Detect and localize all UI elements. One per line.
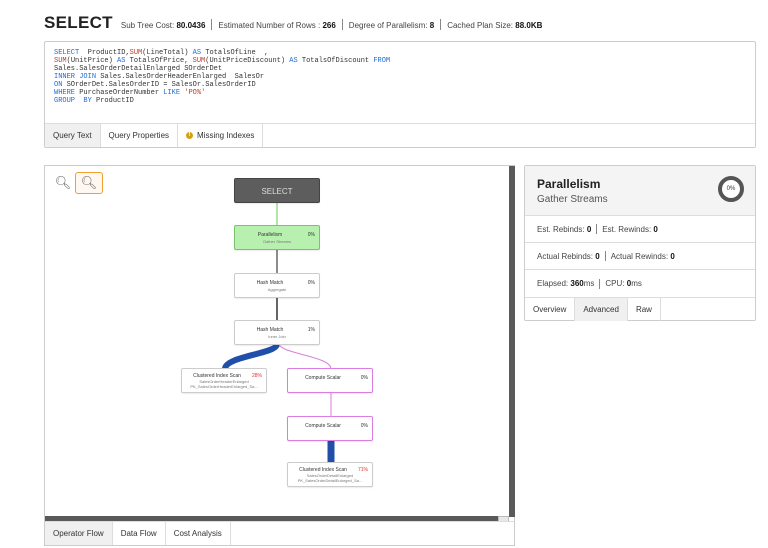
tab-operator-flow[interactable]: Operator Flow bbox=[45, 522, 113, 545]
estimated-rows: Estimated Number of Rows : 266 bbox=[218, 21, 336, 30]
node-title: Clustered Index Scan bbox=[299, 467, 347, 473]
tab-cost-analysis[interactable]: Cost Analysis bbox=[166, 522, 231, 545]
query-line: SUM(UnitPrice) AS TotalsOfPrice, SUM(Uni… bbox=[54, 57, 391, 65]
node-cost: 0% bbox=[360, 423, 368, 429]
divider bbox=[440, 19, 442, 30]
tab-query-text[interactable]: Query Text bbox=[45, 124, 101, 147]
query-line: GROUP BY ProductID bbox=[54, 97, 134, 105]
tab-raw[interactable]: Raw bbox=[628, 298, 661, 321]
zoom-out-icon[interactable]: 🔍︎ bbox=[54, 175, 72, 190]
rebinds-rewinds-actual: Actual Rebinds: 0 Actual Rewinds: 0 bbox=[525, 243, 755, 270]
tab-missing-indexes-label: Missing Indexes bbox=[197, 131, 255, 140]
plan-title: SELECT bbox=[44, 13, 113, 32]
query-line: ON SOrderDet.SalesOrderID = SalesOr.Sale… bbox=[54, 81, 256, 89]
node-title: Parallelism bbox=[257, 232, 283, 238]
node-cost: 0% bbox=[307, 232, 315, 238]
node-title: Clustered Index Scan bbox=[193, 373, 241, 379]
divider bbox=[341, 19, 343, 30]
node-title: Hash Match bbox=[256, 280, 284, 286]
detail-header: Parallelism Gather Streams 0% bbox=[525, 166, 755, 216]
node-cost: 1% bbox=[307, 327, 315, 333]
node-subtitle: Aggregate bbox=[267, 287, 287, 292]
sub-tree-cost: Sub Tree Cost: 80.0436 bbox=[120, 21, 206, 30]
node-compute-scalar-1[interactable]: Compute Scalar 0% bbox=[287, 368, 373, 393]
node-title: Compute Scalar bbox=[305, 423, 341, 429]
tab-missing-indexes[interactable]: ! Missing Indexes bbox=[178, 124, 264, 147]
zoom-in-icon[interactable]: 🔍︎ bbox=[75, 172, 103, 194]
node-subtitle: Gather Streams bbox=[262, 239, 292, 244]
degree-of-parallelism: Degree of Parallelism: 8 bbox=[348, 21, 435, 30]
query-line: INNER JOIN Sales.SalesOrderHeaderEnlarge… bbox=[54, 73, 265, 81]
node-subtitle: SalesOrderHeaderEnlarged bbox=[199, 379, 249, 384]
divider bbox=[211, 19, 213, 30]
query-line: WHERE PurchaseOrderNumber LIKE 'PO%' bbox=[54, 89, 206, 97]
link-hash2-cis1 bbox=[222, 342, 280, 371]
node-subtitle: Inner Join bbox=[268, 334, 286, 339]
tab-overview[interactable]: Overview bbox=[525, 298, 576, 321]
plan-connectors bbox=[222, 202, 335, 463]
node-cost: 28% bbox=[251, 373, 262, 379]
link-hash2-cs1 bbox=[278, 343, 332, 370]
node-subtitle: PK_SalesOrderDetailEnlarged_Sa... bbox=[297, 478, 363, 483]
query-tabs: Query Text Query Properties ! Missing In… bbox=[45, 123, 755, 147]
node-title: SELECT bbox=[261, 187, 293, 196]
operator-flow-panel: 🔍︎ 🔍︎ SELECT Parallelism 0% Gather Strea… bbox=[44, 165, 515, 546]
node-select[interactable]: SELECT bbox=[234, 178, 320, 203]
node-title: Hash Match bbox=[256, 327, 284, 333]
node-clustered-index-scan-detail[interactable]: Clustered Index Scan 71% SalesOrderDetai… bbox=[287, 462, 373, 487]
node-clustered-index-scan-header[interactable]: Clustered Index Scan 28% SalesOrderHeade… bbox=[181, 368, 267, 393]
tab-advanced[interactable]: Advanced bbox=[575, 298, 628, 321]
node-cost: 0% bbox=[360, 375, 368, 381]
query-line: SELECT ProductID,SUM(LineTotal) AS Total… bbox=[54, 49, 269, 57]
node-hash-match-inner-join[interactable]: Hash Match 1% Inner Join bbox=[234, 320, 320, 345]
query-panel: SELECT ProductID,SUM(LineTotal) AS Total… bbox=[44, 41, 756, 148]
query-text[interactable]: SELECT ProductID,SUM(LineTotal) AS Total… bbox=[54, 49, 390, 105]
node-subtitle: PK_SalesOrderHeaderEnlarged_Sa... bbox=[190, 384, 258, 389]
cost-ring: 0% bbox=[718, 176, 744, 202]
detail-subtitle: Gather Streams bbox=[537, 194, 608, 205]
warning-icon: ! bbox=[186, 132, 194, 139]
flow-tabs: Operator Flow Data Flow Cost Analysis bbox=[45, 521, 514, 545]
node-parallelism[interactable]: Parallelism 0% Gather Streams bbox=[234, 225, 320, 250]
node-compute-scalar-2[interactable]: Compute Scalar 0% bbox=[287, 416, 373, 441]
tab-data-flow[interactable]: Data Flow bbox=[113, 522, 166, 545]
detail-title: Parallelism bbox=[537, 177, 601, 191]
node-hash-match-aggregate[interactable]: Hash Match 0% Aggregate bbox=[234, 273, 320, 298]
tab-query-properties[interactable]: Query Properties bbox=[101, 124, 179, 147]
node-cost: 0% bbox=[307, 280, 315, 286]
node-title: Compute Scalar bbox=[305, 375, 341, 381]
vertical-scrollbar[interactable] bbox=[509, 166, 515, 517]
node-cost: 71% bbox=[357, 467, 368, 473]
operator-detail-panel: Parallelism Gather Streams 0% Est. Rebin… bbox=[524, 165, 756, 321]
detail-tabs: Overview Advanced Raw bbox=[525, 298, 755, 322]
rebinds-rewinds-estimated: Est. Rebinds: 0 Est. Rewinds: 0 bbox=[525, 216, 755, 243]
query-line: Sales.SalesOrderDetailEnlarged SOrderDet bbox=[54, 65, 223, 73]
node-subtitle: SalesOrderDetailEnlarged bbox=[306, 473, 354, 478]
plan-header: SELECT Sub Tree Cost: 80.0436 Estimated … bbox=[44, 13, 542, 35]
horizontal-scrollbar[interactable] bbox=[45, 516, 509, 522]
cached-plan-size: Cached Plan Size: 88.0KB bbox=[447, 21, 543, 30]
